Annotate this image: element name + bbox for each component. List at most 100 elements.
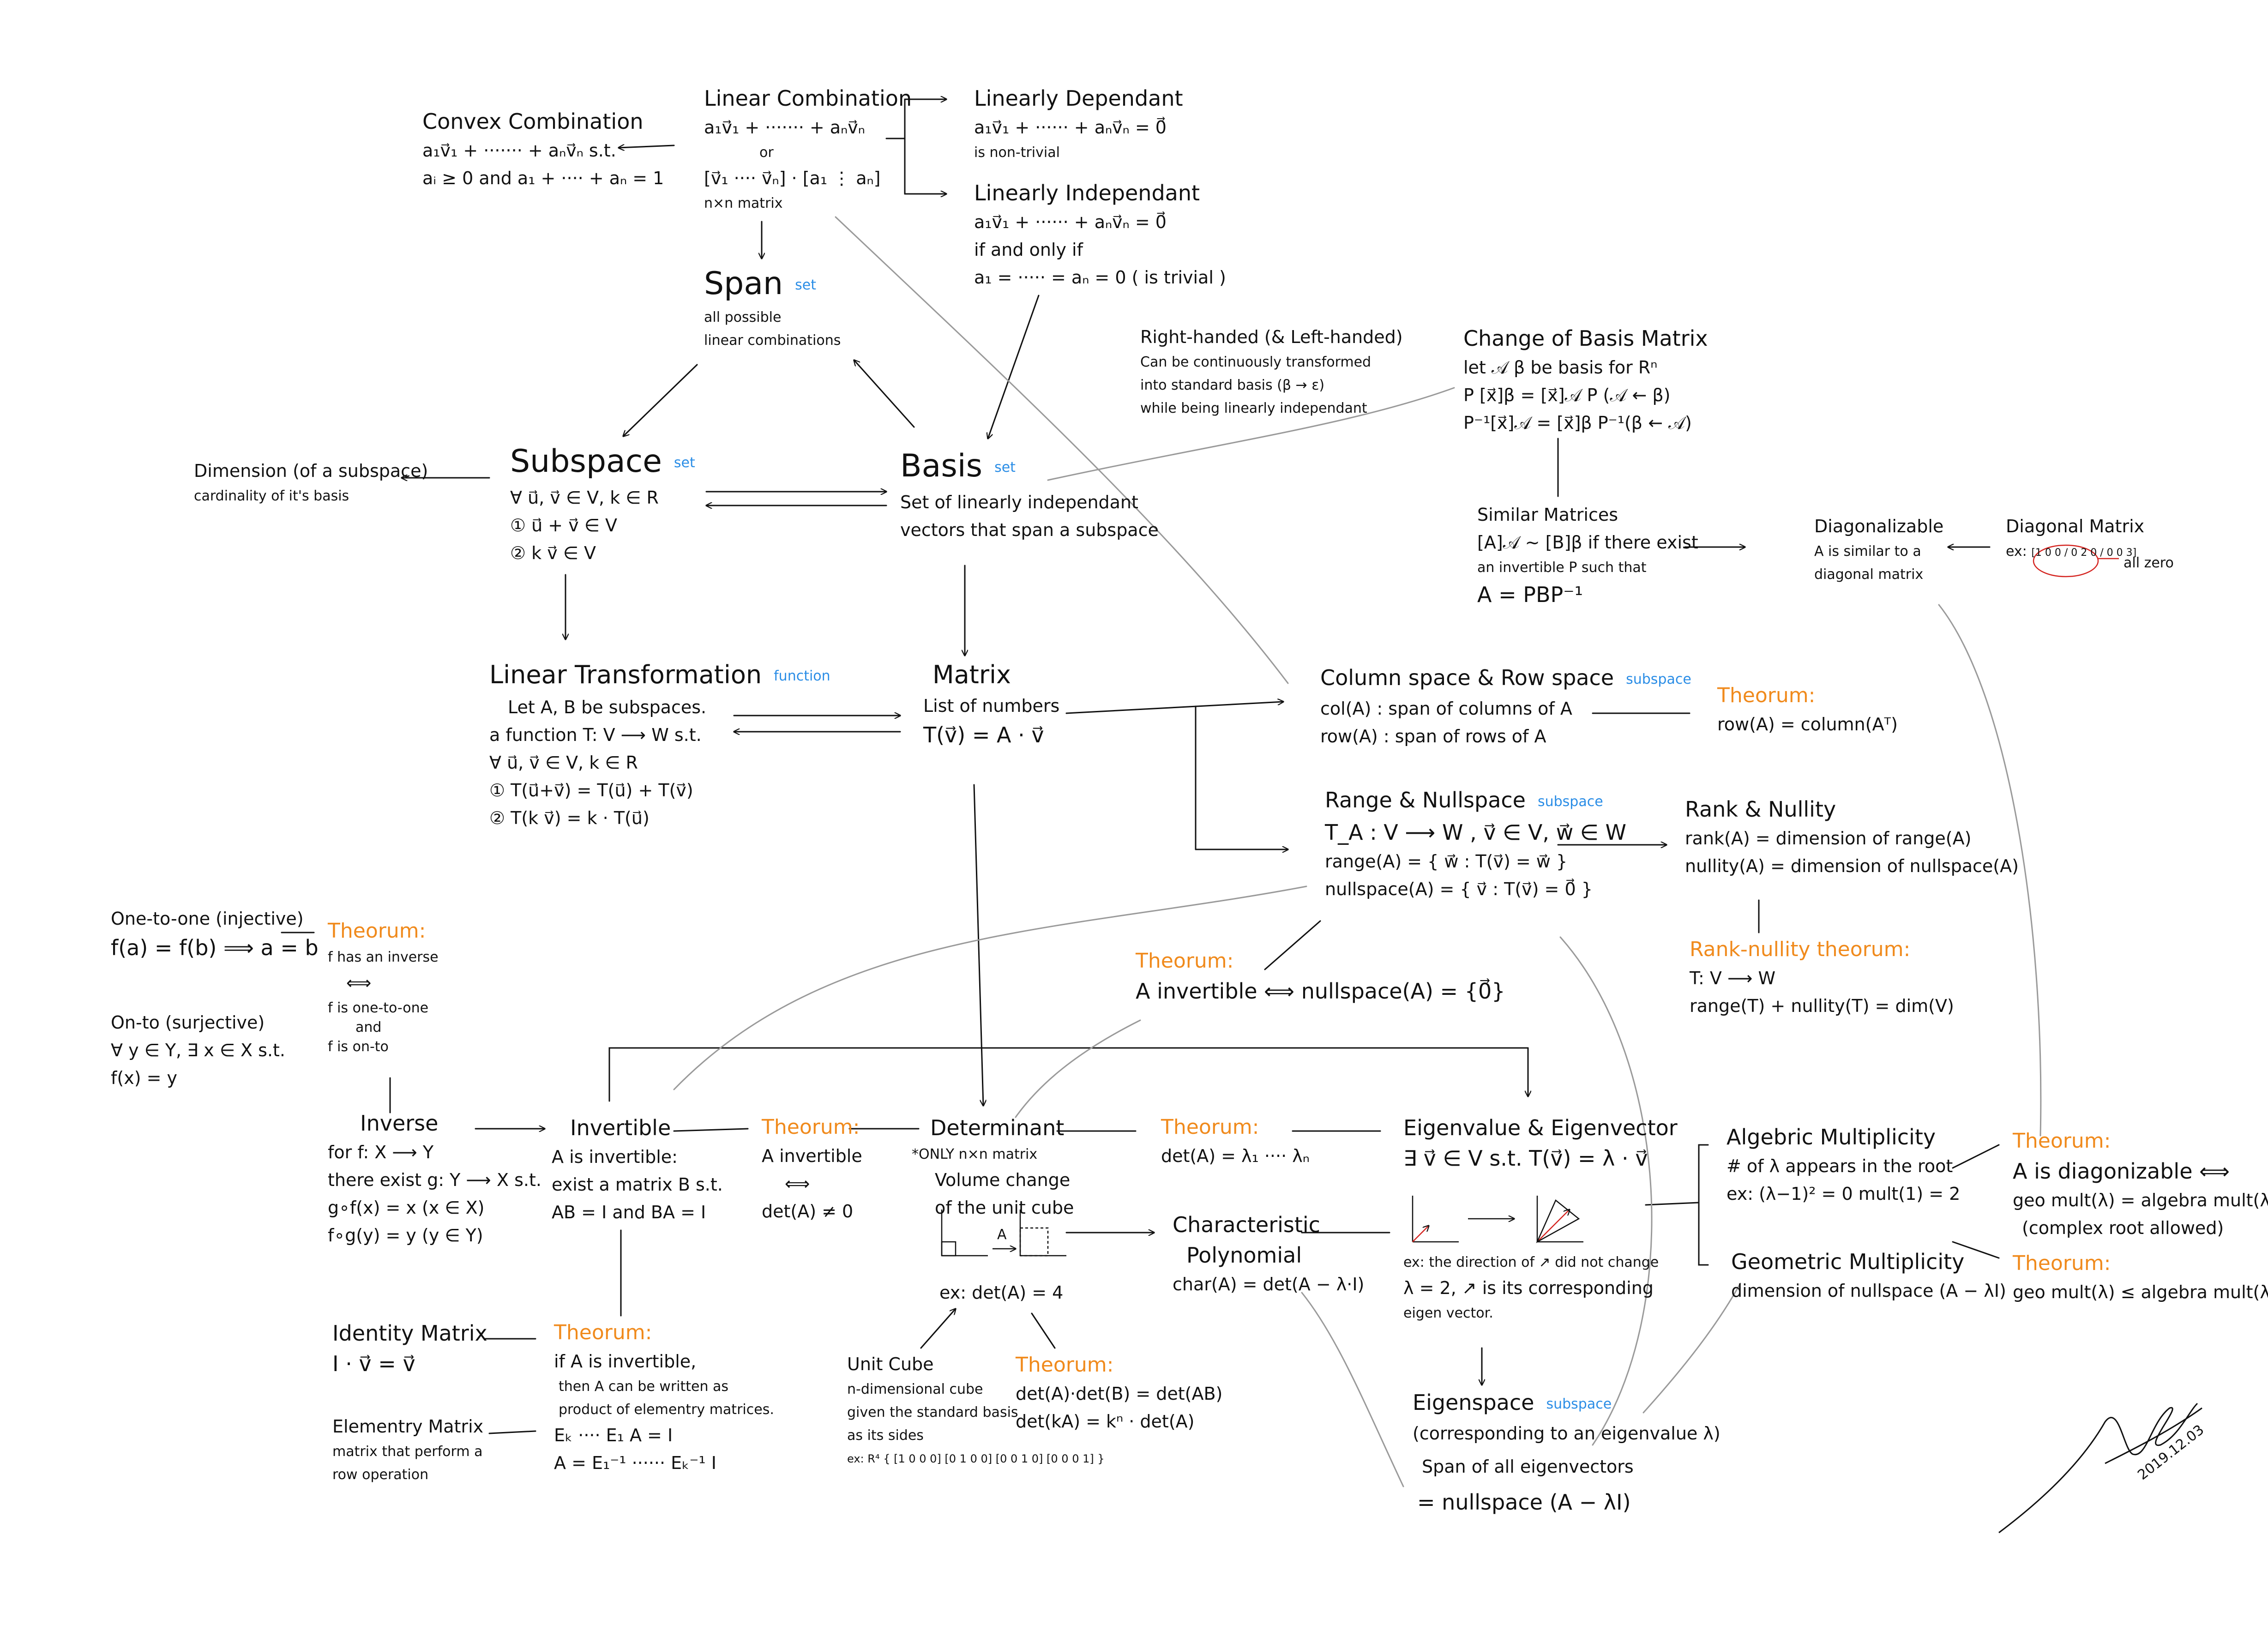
lintrans-tag: function — [774, 668, 830, 685]
thm-detmul-line-1: det(A)·det(B) = det(AB) — [1016, 1384, 1223, 1404]
theorem-diagonalizable-node: Theorum: A is diagonizable ⟺ geo mult(λ)… — [2013, 1126, 2268, 1242]
span-line-2: linear combinations — [704, 332, 841, 349]
matrix-line-1: List of numbers — [923, 696, 1060, 716]
edge-top-bar — [608, 1047, 1529, 1102]
lintrans-title: Linear Transformation — [489, 660, 762, 689]
lintrans-line-2: a function T: V ⟶ W s.t. — [489, 725, 702, 746]
similar-line-1: [A]𝒜 ~ [B]β if there exist — [1477, 532, 1698, 553]
one-to-one-node: One-to-one (injective) f(a) = f(b) ⟹ a =… — [111, 905, 319, 963]
curve-geo-eigenspace — [1642, 1282, 1741, 1414]
inverse-node: Inverse for f: X ⟶ Y there exist g: Y ⟶ … — [328, 1108, 541, 1249]
geometric-title: Geometric Multiplicity — [1731, 1249, 1965, 1274]
matrix-line-2: T(v⃗) = A · v⃗ — [923, 722, 1044, 747]
thm-det-inv-line-1: A invertible — [762, 1146, 862, 1166]
thm-row-title: Theorum: — [1717, 684, 1816, 707]
lincomb-title: Linear Combination — [704, 86, 912, 111]
righthanded-line-2: into standard basis (β → ε) — [1140, 377, 1325, 393]
thm-eigdet-title: Theorum: — [1161, 1115, 1259, 1139]
inverse-line-1: for f: X ⟶ Y — [328, 1142, 434, 1162]
identity-matrix-node: Identity Matrix I · v⃗ = v⃗ — [332, 1318, 487, 1379]
edge-alg-thmdiag — [1952, 1144, 2000, 1169]
thm-geo-line-1: geo mult(λ) ≤ algebra mult(λ) — [2013, 1282, 2268, 1302]
on-to-node: On-to (surjective) ∀ y ∈ Y, ∃ x ∈ X s.t.… — [111, 1009, 285, 1092]
thm-elem-line-4: Eₖ ···· E₁ A = I — [554, 1425, 673, 1445]
rangenull-title: Range & Nullspace — [1325, 788, 1526, 812]
diagonalizable-line-2: diagonal matrix — [1814, 566, 1924, 583]
lindep-title: Linearly Dependant — [974, 86, 1183, 111]
thm-f-title: Theorum: — [328, 919, 426, 943]
diagonalizable-node: Diagonalizable A is similar to a diagona… — [1814, 512, 1943, 586]
linindep-line-1: a₁v⃗₁ + ······ + aₙv⃗ₙ = 0⃗ — [974, 212, 1167, 232]
subspace-line-3: ② k v⃗ ∈ V — [510, 543, 596, 564]
linearly-independent-node: Linearly Independant a₁v⃗₁ + ······ + aₙ… — [974, 178, 1226, 291]
basis-title: Basis — [900, 448, 983, 484]
identity-line-1: I · v⃗ = v⃗ — [332, 1351, 415, 1376]
thm-detmul-line-2: det(kA) = kⁿ · det(A) — [1016, 1411, 1195, 1432]
theorem-det-multiplicative-node: Theorum: det(A)·det(B) = det(AB) det(kA)… — [1016, 1350, 1222, 1435]
eigen-title: Eigenvalue & Eigenvector — [1403, 1115, 1678, 1140]
unitcube-line-2: given the standard basis — [847, 1404, 1018, 1420]
similar-matrices-node: Similar Matrices [A]𝒜 ~ [B]β if there ex… — [1477, 501, 1698, 610]
lintrans-line-5: ② T(k v⃗) = k · T(u⃗) — [489, 808, 650, 829]
onto-title: On-to (surjective) — [111, 1012, 265, 1033]
elementary-line-2: row operation — [332, 1467, 429, 1483]
theorem-row-column-node: Theorum: row(A) = column(Aᵀ) — [1717, 681, 1898, 738]
geometric-line-1: dimension of nullspace (A − λI) — [1731, 1281, 2006, 1301]
dimension-title: Dimension (of a subspace) — [194, 461, 428, 481]
basis-heading: Basis set — [900, 445, 1159, 488]
theorem-invertible-nullspace-node: Theorum: A invertible ⟺ nullspace(A) = {… — [1136, 946, 1505, 1006]
inverse-line-4: f∘g(y) = y (y ∈ Y) — [328, 1225, 483, 1246]
lindep-line-2: is non-trivial — [974, 144, 1060, 161]
thm-diag-line-3: (complex root allowed) — [2022, 1218, 2224, 1238]
thm-elem-line-2: then A can be written as — [559, 1378, 729, 1395]
colrow-line-2: row(A) : span of rows of A — [1320, 726, 1546, 746]
eigen-line-4: eigen vector. — [1403, 1305, 1493, 1321]
unitcube-title: Unit Cube — [847, 1354, 934, 1374]
ranknull-title: Rank & Nullity — [1685, 797, 1836, 822]
curve-rangenull-invertible — [673, 885, 1307, 1090]
onetoone-title: One-to-one (injective) — [111, 909, 304, 929]
eigenspace-title: Eigenspace — [1413, 1390, 1534, 1415]
rangenull-line-1: T_A : V ⟶ W , v⃗ ∈ V, w⃗ ∈ W — [1325, 819, 1626, 845]
invertible-node: Invertible A is invertible: exist a matr… — [552, 1113, 723, 1226]
edge-unitcube-determinant — [920, 1309, 956, 1349]
eigenspace-line-1: (corresponding to an eigenvalue λ) — [1413, 1423, 1721, 1444]
diag-highlight-ellipse — [2033, 544, 2099, 578]
curve-lincomb-colrow — [835, 216, 1289, 684]
thm-diag-line-2: geo mult(λ) = algebra mult(λ) — [2013, 1190, 2268, 1210]
charpoly-line-1: char(A) = det(A − λ·I) — [1173, 1274, 1365, 1294]
inverse-title: Inverse — [360, 1111, 439, 1136]
eigen-line-3: λ = 2, ↗ is its corresponding — [1403, 1278, 1654, 1298]
thm-det-inv-line-3: det(A) ≠ 0 — [762, 1201, 854, 1222]
basis-tag: set — [994, 459, 1016, 476]
thm-eigdet-line-1: det(A) = λ₁ ···· λₙ — [1161, 1146, 1310, 1166]
thm-f-line-3: f is one-to-one — [328, 1000, 429, 1016]
changebasis-title: Change of Basis Matrix — [1463, 326, 1708, 351]
similar-title: Similar Matrices — [1477, 505, 1618, 525]
invertible-line-2: exist a matrix B s.t. — [552, 1174, 723, 1195]
thm-geo-title: Theorum: — [2013, 1252, 2111, 1275]
span-line-1: all possible — [704, 309, 782, 326]
thm-ranknull-line-1: T: V ⟶ W — [1690, 968, 1776, 988]
diagonal-title: Diagonal Matrix — [2006, 516, 2145, 536]
changebasis-line-2: P [x⃗]β = [x⃗]𝒜 P (𝒜 ← β) — [1463, 385, 1671, 405]
rank-nullity-theorem-node: Rank-nullity theorum: T: V ⟶ W range(T) … — [1690, 935, 1954, 1020]
eigenspace-line-3: = nullspace (A − λI) — [1417, 1489, 1631, 1515]
inverse-line-3: g∘f(x) = x (x ∈ X) — [328, 1198, 485, 1218]
basis-line-1: Set of linearly independant — [900, 492, 1138, 513]
ranknull-line-1: rank(A) = dimension of range(A) — [1685, 828, 1972, 849]
lintrans-line-1: Let A, B be subspaces. — [508, 697, 707, 718]
eigen-line-2: ex: the direction of ↗ did not change — [1403, 1254, 1659, 1270]
span-tag: set — [795, 277, 816, 294]
linear-combination-node: Linear Combination a₁v⃗₁ + ······· + aₙv… — [704, 83, 912, 215]
determinant-line-3: of the unit cube — [935, 1198, 1074, 1218]
eigen-example-node: ex: the direction of ↗ did not change λ … — [1403, 1251, 1659, 1325]
similar-line-3: A = PBP⁻¹ — [1477, 582, 1583, 607]
righthanded-line-1: Can be continuously transformed — [1140, 354, 1372, 370]
lincomb-line-1: a₁v⃗₁ + ······· + aₙv⃗ₙ — [704, 117, 865, 138]
